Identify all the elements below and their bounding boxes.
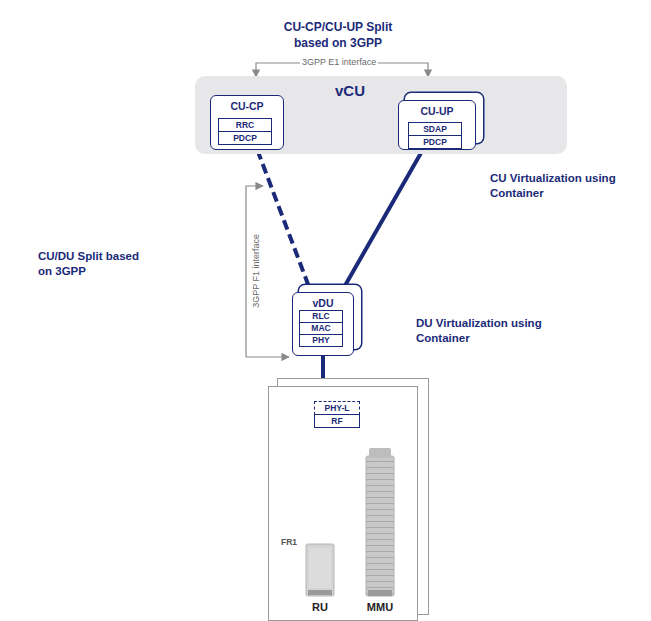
layer-box: RRC: [218, 118, 272, 132]
layer-label: RRC: [236, 121, 254, 130]
layer-label: RLC: [312, 312, 329, 321]
layer-box: PHY: [299, 334, 343, 347]
vcu-band: vCU CU-CP RRC PDCP CU-UP SDAP PDCP: [195, 76, 567, 154]
mmu-unit: [366, 448, 394, 596]
split-annotation: CU-CP/CU-UP Split based on 3GPP: [268, 20, 408, 51]
ru-unit: [306, 544, 334, 596]
layer-label: PHY: [312, 336, 329, 345]
interface-label: 3GPP F1 interface: [251, 232, 263, 310]
layer-box: RF: [314, 414, 360, 428]
layer-box: PHY-L: [314, 401, 360, 415]
split-annotation: CU/DU Split based on 3GPP: [38, 249, 153, 279]
function-box: vDU RLC MAC PHY: [292, 292, 354, 356]
layer-label: PHY-L: [324, 404, 349, 413]
user-link: [341, 150, 422, 292]
box-heading: CU-CP: [211, 100, 283, 112]
layer-box: PDCP: [408, 135, 462, 149]
box-heading: vDU: [293, 297, 353, 309]
unit-label: MMU: [367, 600, 393, 614]
layer-label: SDAP: [423, 125, 447, 134]
interface-label: 3GPP E1 interface: [300, 57, 378, 69]
control-link: [257, 150, 311, 292]
layer-label: RF: [331, 417, 342, 426]
unit-label: RU: [312, 600, 328, 614]
layer-box: PDCP: [218, 131, 272, 145]
layer-label: PDCP: [233, 134, 257, 143]
function-box: CU-UP SDAP PDCP: [398, 100, 476, 150]
virtualization-note: CU Virtualization using Container: [490, 171, 630, 201]
band-label: FR1: [281, 537, 297, 547]
virtualization-note: DU Virtualization using Container: [416, 316, 556, 346]
group-heading: vCU: [335, 82, 365, 99]
layer-box: SDAP: [408, 122, 462, 136]
function-box: CU-CP RRC PDCP: [210, 95, 284, 150]
radio-unit-panel: FR1 PHY-L RF: [268, 386, 418, 621]
user-link: [321, 356, 325, 386]
layer-label: PDCP: [423, 138, 447, 147]
box-heading: CU-UP: [399, 105, 475, 117]
layer-label: MAC: [311, 324, 330, 333]
